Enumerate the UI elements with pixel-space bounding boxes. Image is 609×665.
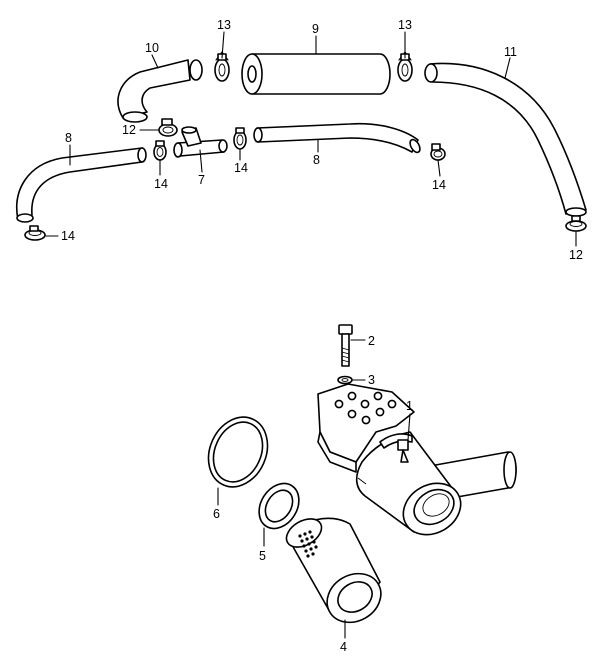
callout-1: 1 — [406, 399, 413, 413]
callout-12-right: 12 — [569, 248, 583, 262]
leader-lines-lower — [217, 339, 411, 639]
hose-clamp-14-left — [153, 140, 167, 161]
hose-11 — [424, 62, 587, 217]
sleeve-9 — [241, 53, 391, 95]
callout-11: 11 — [504, 45, 517, 59]
callout-4: 4 — [340, 640, 347, 654]
callout-2: 2 — [368, 334, 375, 348]
gasket-ring-6 — [207, 416, 269, 488]
callout-14-right: 14 — [432, 178, 446, 192]
t-piece-7 — [173, 126, 228, 158]
hose-10 — [117, 59, 203, 123]
callout-7: 7 — [198, 173, 205, 187]
bolt-2 — [338, 324, 353, 367]
callout-10: 10 — [145, 41, 159, 55]
callout-13-right: 13 — [398, 18, 412, 32]
callout-13-left: 13 — [217, 18, 231, 32]
callout-5: 5 — [259, 549, 266, 563]
callout-14-left: 14 — [154, 177, 168, 191]
callout-12-left: 12 — [122, 123, 136, 137]
hose-8-center — [253, 122, 421, 154]
callout-6: 6 — [213, 507, 220, 521]
callout-8-center: 8 — [313, 153, 320, 167]
callout-8-left: 8 — [65, 131, 72, 145]
filter-mesh-pattern — [298, 530, 318, 558]
callout-labels: 13 9 13 10 11 12 8 8 14 7 14 14 14 12 2 … — [61, 18, 583, 654]
seal-ring-5 — [258, 482, 300, 530]
callout-3: 3 — [368, 373, 375, 387]
callout-14-bottom: 14 — [61, 229, 75, 243]
hose-8-left — [16, 147, 147, 223]
hose-clamp-14-bottom — [24, 225, 46, 241]
hose-clamp-12-right — [565, 215, 587, 232]
hose-clamp-12-left — [158, 118, 178, 137]
hose-clamp-14-t — [233, 127, 247, 150]
leader-lines-upper — [45, 31, 577, 247]
filter-element-4 — [285, 517, 382, 624]
callout-14-t: 14 — [234, 161, 248, 175]
hose-clamp-14-right — [430, 143, 446, 161]
callout-9: 9 — [312, 22, 319, 36]
air-filter-housing-1 — [317, 383, 517, 536]
washer-3 — [337, 375, 353, 385]
